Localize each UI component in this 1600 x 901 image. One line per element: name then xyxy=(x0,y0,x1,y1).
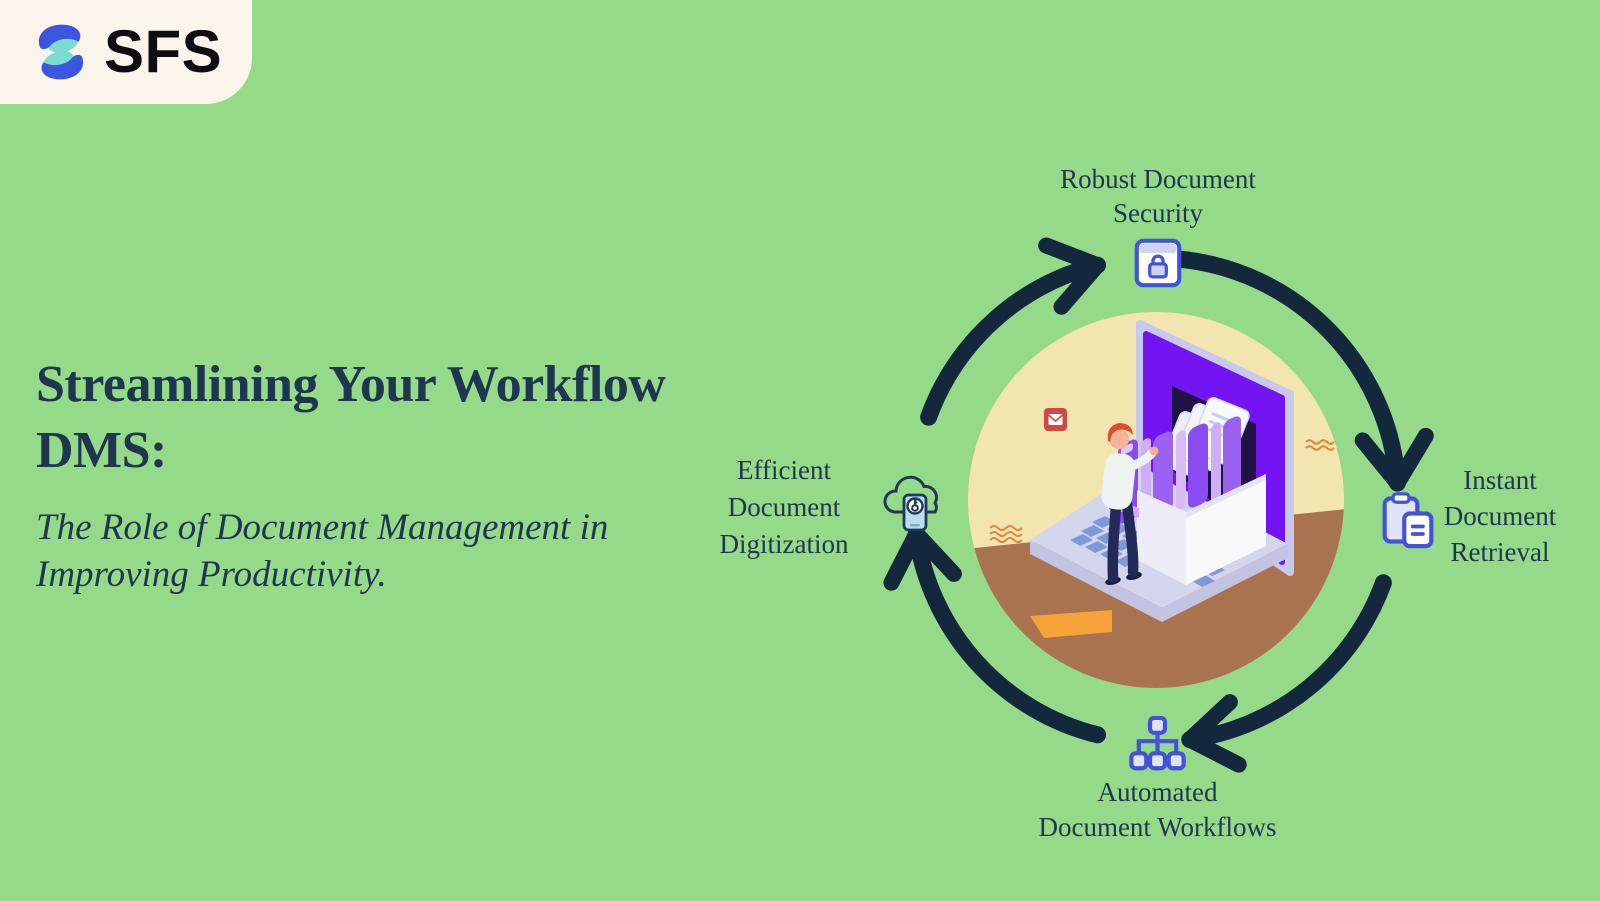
squiggle-decor-left xyxy=(989,525,1023,543)
sfs-logo-icon xyxy=(38,24,84,80)
mail-badge-icon xyxy=(1044,408,1067,431)
node-label-digitization: Efficient Document Digitization xyxy=(719,455,849,559)
cycle-node-retrieval: Instant Document Retrieval xyxy=(1382,462,1580,570)
cycle-node-digitization: Efficient Document Digitization xyxy=(704,452,939,563)
node-label-retrieval: Instant Document Retrieval xyxy=(1443,465,1557,567)
subtitle-line-2: Improving Productivity. xyxy=(36,554,387,595)
headline: Streamlining Your Workflow DMS: The Role… xyxy=(36,352,736,598)
cycle-node-security: Robust Document Security xyxy=(1008,162,1308,288)
floor-accent-bar xyxy=(1030,610,1112,638)
person-figure xyxy=(1101,423,1159,585)
page-title: Streamlining Your Workflow DMS: xyxy=(36,352,736,484)
page-subtitle: The Role of Document Management in Impro… xyxy=(36,504,736,598)
node-label-security: Robust Document Security xyxy=(1060,164,1256,228)
cycle-node-workflows: Automated Document Workflows xyxy=(995,716,1320,845)
squiggle-decor-right xyxy=(1305,439,1335,451)
logo-text: SFS xyxy=(104,18,223,85)
logo-card: SFS xyxy=(0,0,252,104)
title-line-2: DMS: xyxy=(36,422,167,479)
center-illustration xyxy=(968,312,1344,688)
cloud-digitization-icon xyxy=(883,475,939,532)
node-label-workflows: Automated Document Workflows xyxy=(1038,777,1277,842)
cycle-arrows xyxy=(883,237,1434,773)
subtitle-line-1: The Role of Document Management in xyxy=(36,507,609,548)
lock-window-icon xyxy=(1134,238,1182,288)
clipboard-document-icon xyxy=(1382,492,1434,549)
workflow-hierarchy-icon xyxy=(1129,716,1186,771)
cycle-diagram xyxy=(883,237,1434,773)
title-line-1: Streamlining Your Workflow xyxy=(36,356,666,413)
